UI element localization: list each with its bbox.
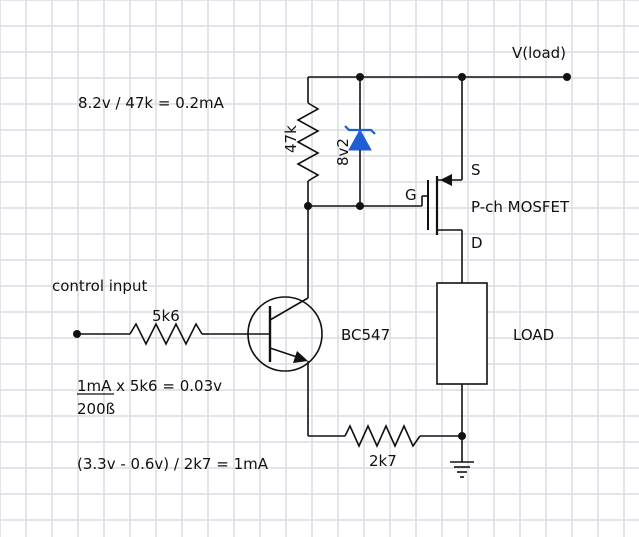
emitter-current-calc: (3.3v - 0.6v) / 2k7 = 1mA — [77, 455, 269, 473]
vload-terminal — [563, 73, 571, 81]
supply-rail — [308, 73, 571, 81]
load-label: LOAD — [513, 326, 554, 344]
source-pin-label: S — [471, 161, 481, 179]
base-calc-numerator: 1mA x 5k6 = 0.03v — [77, 377, 222, 395]
resistor-5k6-label: 5k6 — [152, 307, 180, 325]
zener-diode-icon — [344, 77, 376, 206]
resistor-47k-label: 47k — [282, 125, 300, 153]
base-calc-denominator: 200ß — [77, 400, 115, 418]
resistor-2k7 — [308, 424, 466, 448]
ground-symbol-icon — [450, 461, 474, 478]
junction-dot — [458, 432, 466, 440]
p-channel-mosfet-icon — [427, 77, 463, 283]
control-input-label: control input — [52, 277, 147, 295]
transistor-label: BC547 — [341, 326, 390, 344]
vload-label: V(load) — [512, 44, 566, 62]
npn-transistor-icon — [208, 206, 323, 436]
resistor-47k — [296, 77, 320, 206]
resistor-2k7-label: 2k7 — [369, 452, 397, 470]
resistor-5k6 — [73, 322, 208, 346]
zener-label: 8v2 — [334, 138, 352, 166]
load-box — [436, 282, 488, 385]
mosfet-label: P-ch MOSFET — [471, 198, 570, 216]
drain-pin-label: D — [471, 234, 483, 252]
gate-current-calc: 8.2v / 47k = 0.2mA — [78, 94, 225, 112]
gate-pin-label: G — [405, 186, 417, 204]
